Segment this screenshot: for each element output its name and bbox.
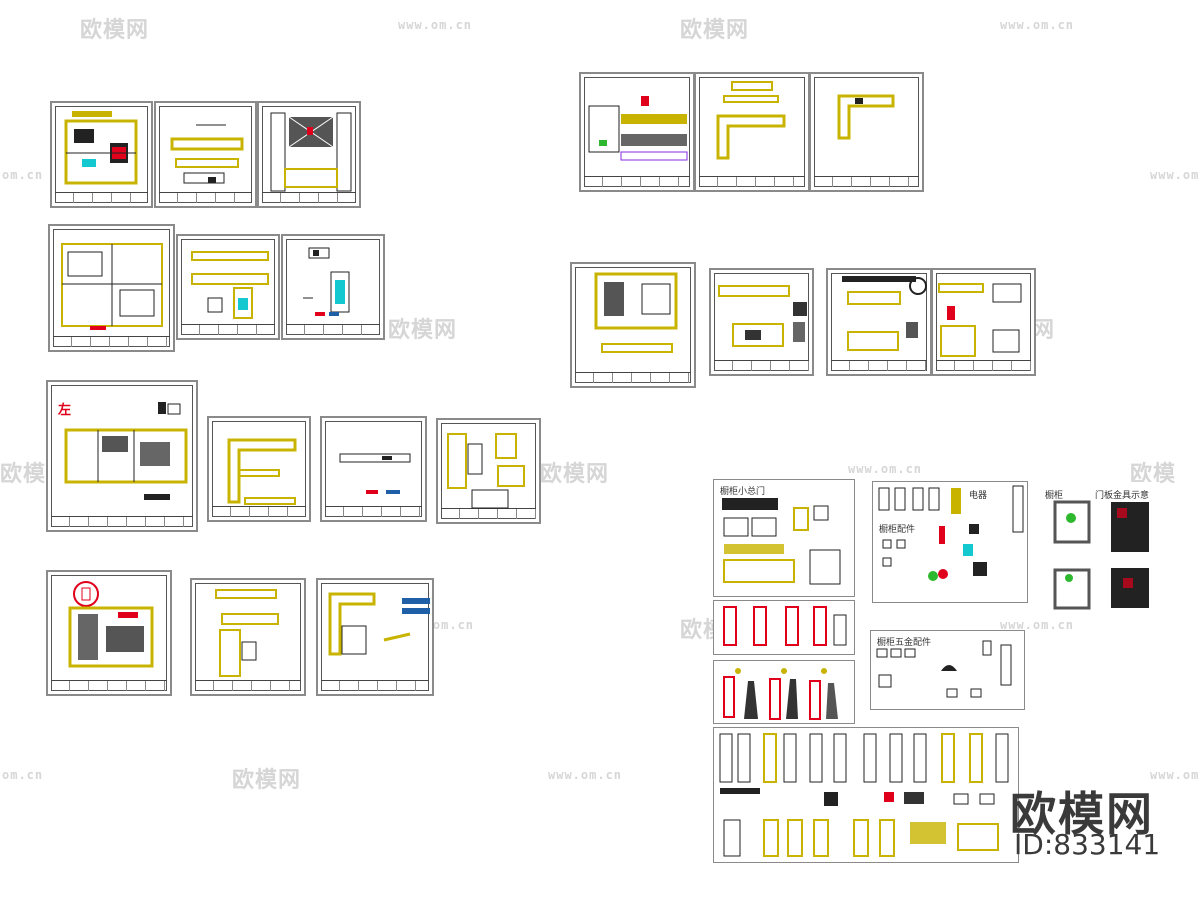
cabinet-plan-drawing [328,592,430,656]
drawing-sheet [207,416,311,522]
watermark-brand: 欧模网 [232,768,302,793]
watermark-brand: 欧模网 [540,462,610,487]
cabinet-front-library [723,606,847,646]
kitchen-plan-drawing [68,581,154,668]
l-shape-cabinet-plan [837,94,895,140]
watermark-url: www.om.cn [1150,168,1200,182]
drawing-sheet [48,224,175,352]
drawing-sheet [190,578,306,696]
library-label: 橱柜 [1045,491,1064,501]
kitchen-plan-drawing [61,243,163,330]
cabinet-elevation-drawing [842,276,927,351]
watermark-brand-partial: 欧模 [0,462,47,487]
drawing-sheet [694,72,810,192]
cabinet-units-library [719,733,1009,857]
fittings-library [876,640,1012,698]
watermark-url: www.om.cn [1000,18,1075,32]
appliances-library [878,485,1024,581]
component-library-sheet: 橱柜 门板金具示意 [1045,482,1160,612]
kitchen-plan-drawing [64,111,138,185]
drawing-sheet [709,268,814,376]
cabinet-plan-drawing [339,453,411,494]
people-figures-library [723,668,838,720]
watermark-url: www.om.cn [1000,618,1075,632]
drawing-sheet: 左 [46,380,198,532]
kitchen-plan-drawing: 左 [58,402,188,500]
watermark-url: www.om.cn [398,18,473,32]
drawing-sheet [579,72,695,192]
library-label: 电器 [969,491,988,501]
watermark-brand: 欧模网 [388,318,458,343]
drawing-sheet [826,268,932,376]
drawing-sheet [50,101,153,208]
drawing-sheet [154,101,257,208]
watermark-url: www.om.cn [848,462,923,476]
brand-logo: 欧模网 [1010,787,1154,841]
brand-id: ID:833141 [1014,828,1161,861]
cabinet-elevation-drawing [191,251,269,319]
cabinet-elevation-drawing [270,112,352,192]
l-shape-cabinet-plan [227,438,297,505]
cabinet-elevation-drawing [718,285,807,347]
component-library-sheet: 电器 橱柜配件 [872,481,1028,603]
component-library-sheet [713,660,855,724]
drawing-sheet [316,578,434,696]
cabinet-elevation-drawing [215,589,279,677]
drawing-sheet [176,234,280,340]
cabinet-blocks-library [722,498,841,585]
watermark-url: www.om.cn [548,768,623,782]
kitchen-plan-drawing [594,272,678,353]
component-library-sheet: 橱柜小总门 [713,479,855,597]
library-label: 橱柜五金配件 [877,638,932,648]
component-library-sheet [713,727,1019,863]
watermark-url: om.cn [2,768,44,782]
cabinet-plan-drawing [303,247,350,316]
drawing-sheet [320,416,427,522]
component-library-sheet: 橱柜五金配件 [870,630,1025,710]
library-label: 橱柜小总门 [720,487,766,497]
cabinet-elevation-drawing [447,433,525,509]
watermark-url: om.cn [2,168,44,182]
door-hardware-library [1053,500,1149,610]
cabinet-plan-drawing [938,283,1022,357]
drawing-sheet [809,72,924,192]
library-label: 橱柜配件 [879,525,916,535]
drawing-sheet [257,101,361,208]
drawing-sheet [281,234,385,340]
annotation-red-mark: 左 [58,402,71,418]
watermark-url: www.om.cn [1150,768,1200,782]
cabinet-elevation-drawing [170,124,244,184]
drawing-sheet [931,268,1036,376]
component-library-sheet [713,600,855,655]
cabinet-elevation-drawing [588,96,688,161]
cabinet-plan-drawing [716,81,786,160]
watermark-brand: 欧模网 [80,18,150,43]
watermark-brand: 欧模网 [680,18,750,43]
library-label: 门板金具示意 [1095,491,1150,501]
drawing-sheet [46,570,172,696]
drawing-sheet [436,418,541,524]
drawing-sheet [570,262,696,388]
